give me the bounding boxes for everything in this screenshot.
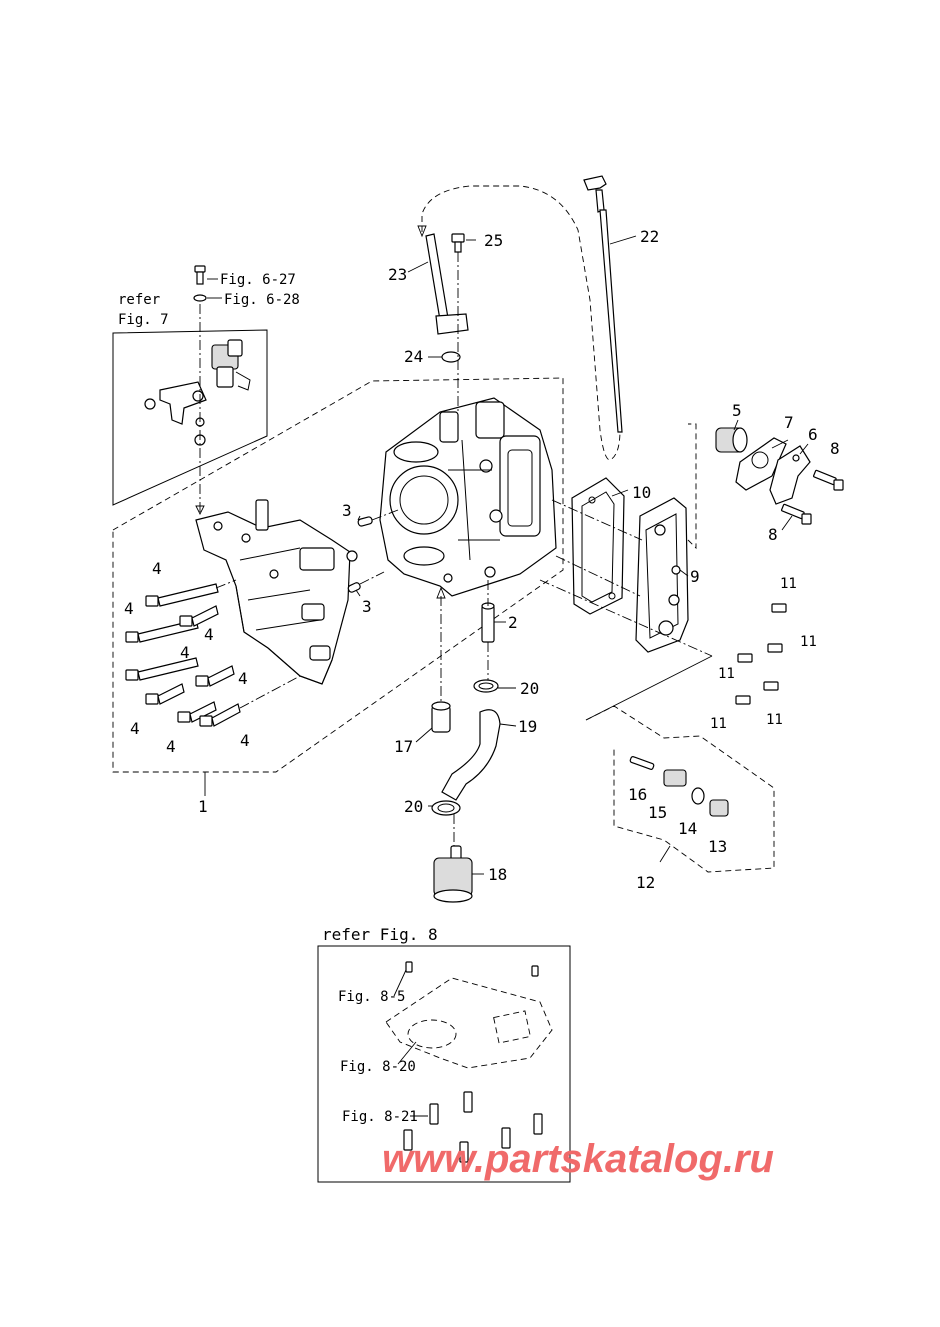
- callout-11a: 11: [780, 576, 797, 592]
- callout-23: 23: [388, 265, 407, 284]
- callout-4g: 4: [166, 737, 176, 756]
- crankcase-half: [195, 499, 358, 685]
- callout-12: 12: [636, 873, 655, 892]
- ref-fig8-20: Fig. 8-20: [340, 1059, 416, 1075]
- callout-labels: 1 2 3 3 4 4 4 4 4 4 4 4 5 6 7 8 8 9 10 1…: [124, 227, 840, 892]
- callout-4h: 4: [240, 731, 250, 750]
- gasket-10: [571, 477, 625, 615]
- callout-11c: 11: [718, 666, 735, 682]
- refer-fig8-box: [317, 945, 571, 1183]
- watermark-text: www.partskatalog.ru: [382, 1137, 774, 1181]
- cover-9: [635, 497, 689, 653]
- group-12: [585, 655, 775, 873]
- callout-20a: 20: [520, 679, 539, 698]
- callout-17: 17: [394, 737, 413, 756]
- callout-4f: 4: [130, 719, 140, 738]
- callout-5: 5: [732, 401, 742, 420]
- callout-16: 16: [628, 785, 647, 804]
- fig6-bolt-washer: [193, 265, 222, 516]
- callout-14: 14: [678, 819, 697, 838]
- callout-10: 10: [632, 483, 651, 502]
- ref-fig8-5: Fig. 8-5: [338, 989, 405, 1005]
- callout-25: 25: [484, 231, 503, 250]
- ref-refer-label: refer: [118, 292, 160, 308]
- callout-8b: 8: [768, 525, 778, 544]
- dowel-pins: [347, 509, 399, 593]
- hose-group: [431, 679, 501, 816]
- reference-labels: Fig. 6-27 Fig. 6-28 refer Fig. 7 refer F…: [118, 272, 438, 1125]
- fitting-17: [431, 586, 451, 733]
- refer-fig7-box: [112, 329, 268, 506]
- callout-3b: 3: [362, 597, 372, 616]
- bolts-11: [735, 603, 787, 705]
- ref-fig7-label: Fig. 7: [118, 312, 169, 328]
- cylinder-block: [379, 397, 557, 597]
- ref-fig8-21: Fig. 8-21: [342, 1109, 418, 1125]
- ref-fig6-28: Fig. 6-28: [224, 292, 300, 308]
- callout-11b: 11: [800, 634, 817, 650]
- callout-9: 9: [690, 567, 700, 586]
- callout-15: 15: [648, 803, 667, 822]
- oil-pipe-group: [417, 185, 621, 461]
- callout-4c: 4: [204, 625, 214, 644]
- callout-4b: 4: [124, 599, 134, 618]
- fig7-actuator-sketch: [144, 339, 251, 446]
- callout-4e: 4: [238, 669, 248, 688]
- callout-22: 22: [640, 227, 659, 246]
- callout-13: 13: [708, 837, 727, 856]
- right-guidelines: [539, 423, 713, 657]
- leader-lines: [355, 235, 809, 875]
- dipstick: [583, 175, 623, 433]
- callout-11d: 11: [710, 716, 727, 732]
- ref-fig6-27: Fig. 6-27: [220, 272, 296, 288]
- callout-3a: 3: [342, 501, 352, 520]
- callout-8a: 8: [830, 439, 840, 458]
- callout-2: 2: [508, 613, 518, 632]
- callout-4d: 4: [180, 643, 190, 662]
- filter-18: [433, 814, 473, 903]
- callout-24: 24: [404, 347, 423, 366]
- dowel-pin-2: [481, 580, 495, 680]
- callout-6: 6: [808, 425, 818, 444]
- callout-1: 1: [198, 797, 208, 816]
- callout-19: 19: [518, 717, 537, 736]
- thermostat-group: [715, 427, 844, 525]
- bolts-4: [125, 579, 301, 727]
- callout-4a: 4: [152, 559, 162, 578]
- item1-assembly-boundary: [112, 377, 564, 796]
- callout-7: 7: [784, 413, 794, 432]
- ref-refer-fig8: refer Fig. 8: [322, 925, 438, 944]
- callout-20b: 20: [404, 797, 423, 816]
- callout-11e: 11: [766, 712, 783, 728]
- callout-18: 18: [488, 865, 507, 884]
